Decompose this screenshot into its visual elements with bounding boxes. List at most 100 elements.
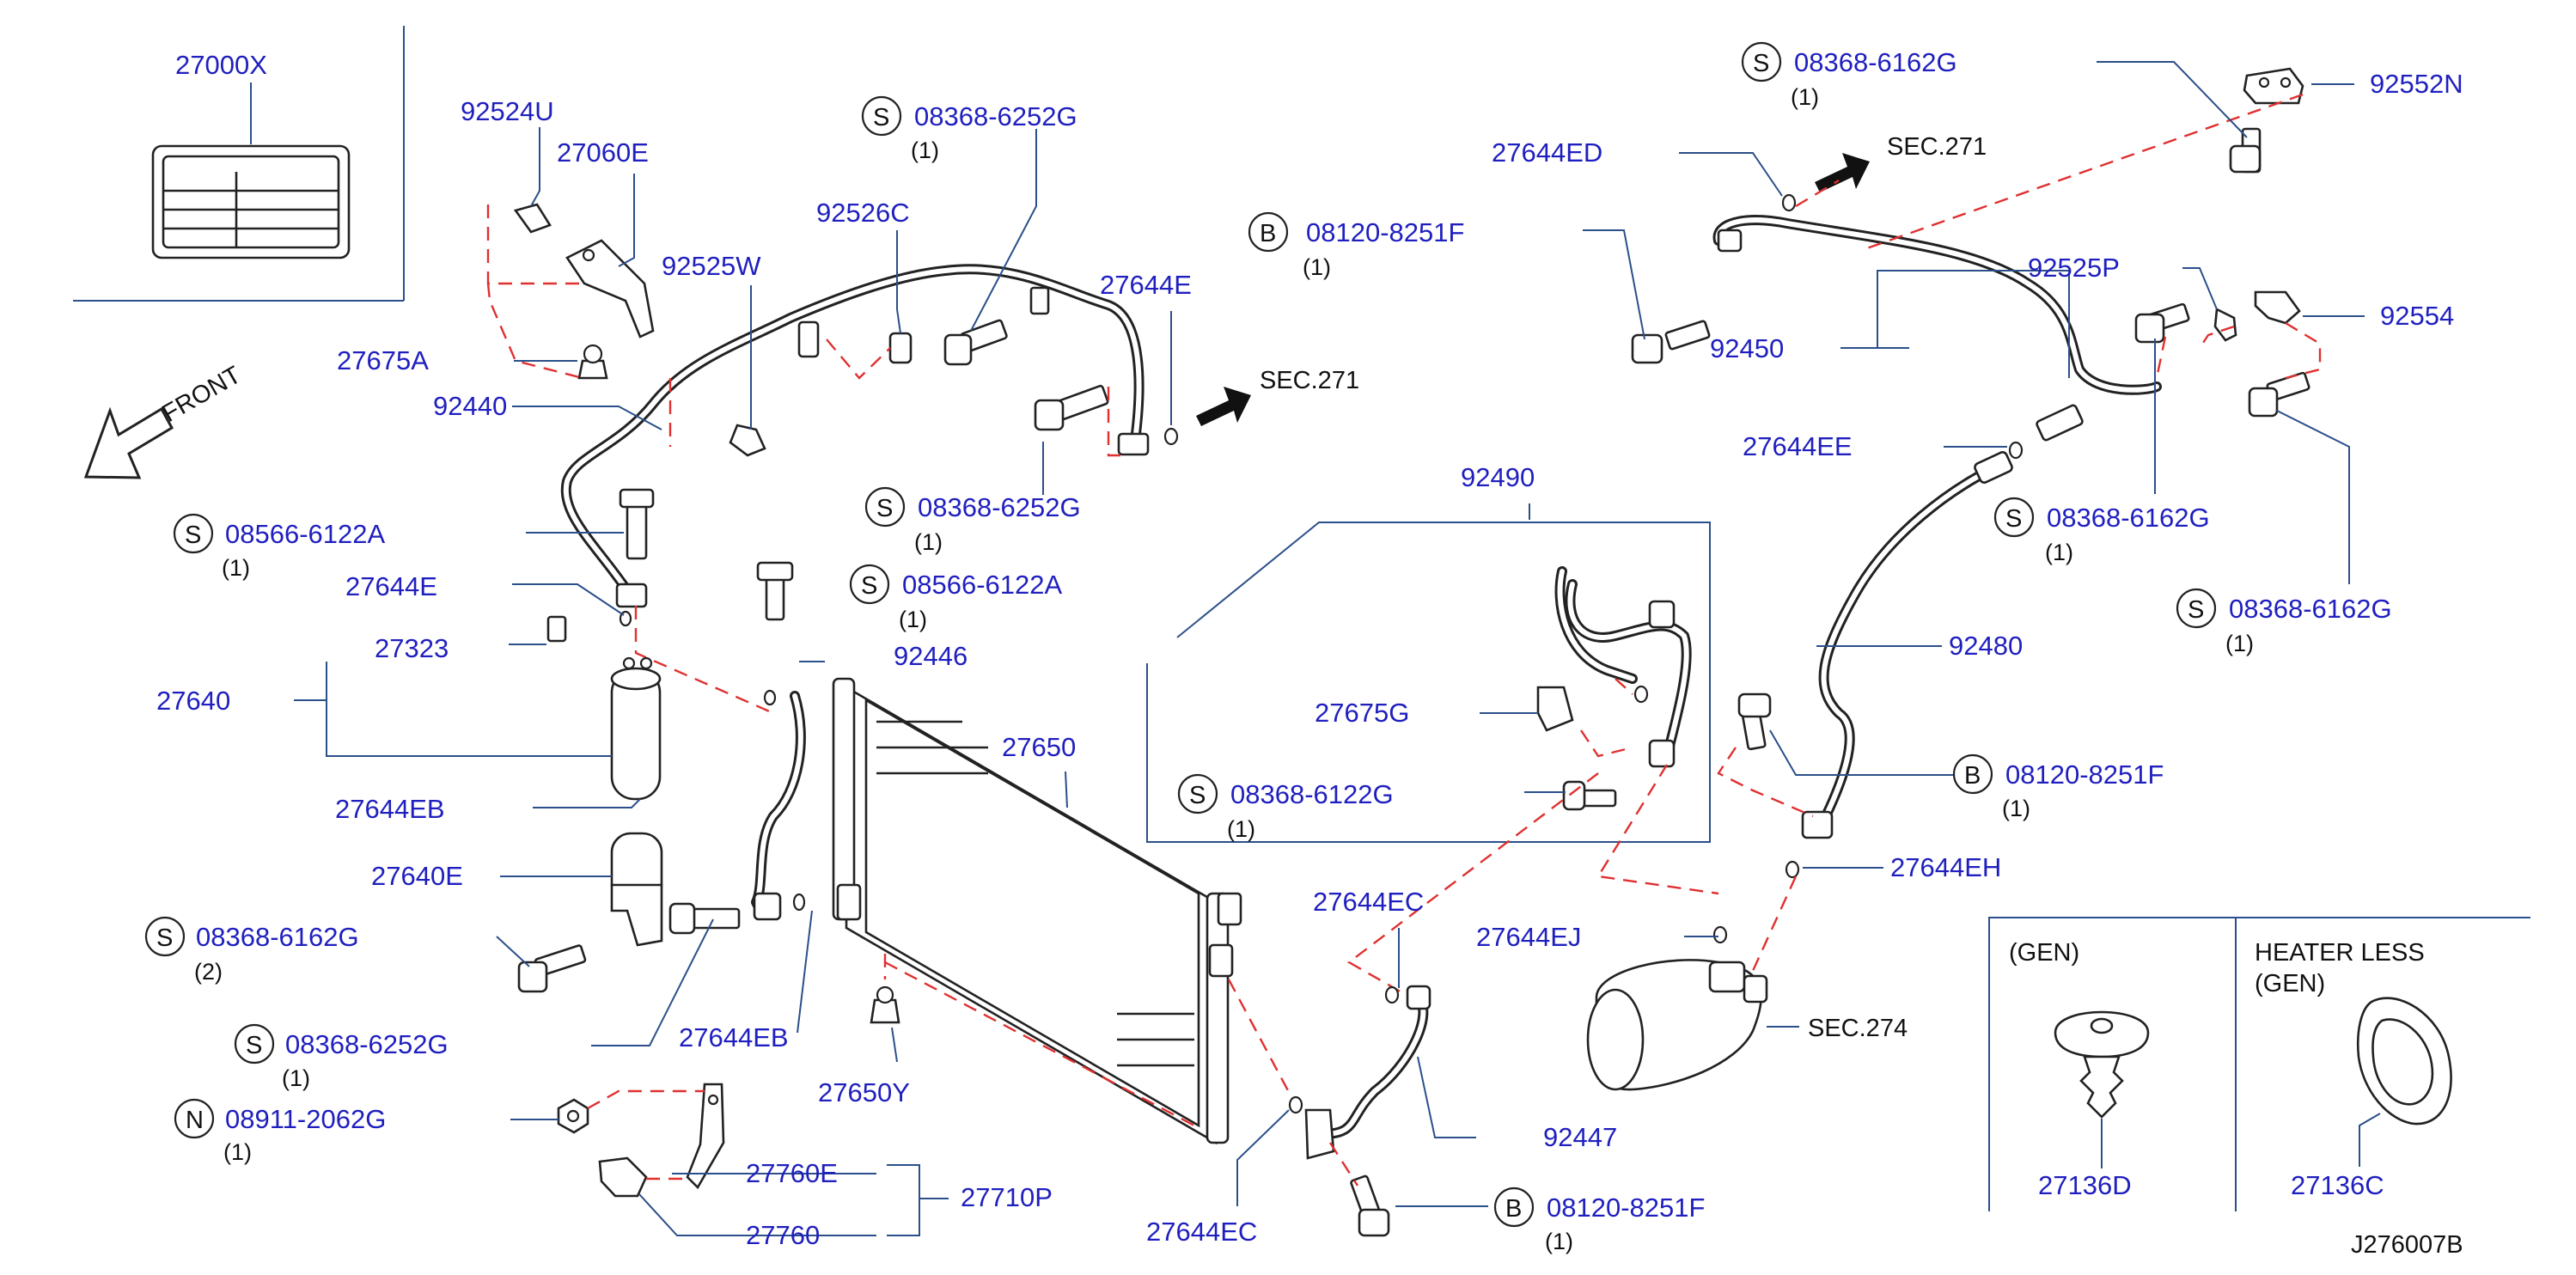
connector-bracket bbox=[587, 1089, 705, 1180]
part-label-27644ee: 27644EE bbox=[1743, 431, 1853, 461]
part-label-92446: 92446 bbox=[894, 641, 968, 671]
bolt-08368-6252g-mid bbox=[1034, 384, 1109, 431]
part-label-27644eb-left: 27644EB bbox=[335, 794, 445, 824]
part-label-27323: 27323 bbox=[375, 633, 449, 663]
part-label-27760e: 27760E bbox=[746, 1158, 838, 1188]
qty-08911-2062g: (1) bbox=[223, 1139, 252, 1165]
part-label-27644ec-mid: 27644EC bbox=[1313, 887, 1424, 917]
oring-27644ed bbox=[1781, 193, 1797, 212]
ref-sec274: SEC.274 bbox=[1808, 1015, 1908, 1042]
part-label-92450: 92450 bbox=[1710, 333, 1784, 363]
part-label-27644ed: 27644ED bbox=[1492, 137, 1602, 168]
sec271-arrow-right-icon bbox=[1815, 153, 1870, 192]
bracket-27760e bbox=[686, 1083, 725, 1190]
svg-text:B: B bbox=[1505, 1195, 1522, 1223]
part-label-08368-6252g-top: 08368-6252G bbox=[914, 101, 1077, 131]
symbol-s-08368-6162g-left: S bbox=[144, 916, 186, 957]
bolt-08368-6252g-top bbox=[943, 319, 1008, 366]
symbol-s-08368-6162g-r2: S bbox=[2176, 588, 2217, 629]
bolt-08368-6162g-top-right bbox=[2229, 127, 2262, 174]
oring-27644eh bbox=[1785, 860, 1800, 879]
part-label-27644ec-bottom: 27644EC bbox=[1146, 1217, 1257, 1247]
symbol-s-08368-6252g-left: S bbox=[234, 1023, 275, 1065]
symbol-b-08120-top: B bbox=[1248, 211, 1289, 253]
bolt-08368-6162g-r1 bbox=[2134, 302, 2190, 344]
part-label-92525w: 92525W bbox=[662, 251, 761, 281]
oring-27644ec-mid bbox=[1384, 985, 1400, 1004]
part-label-27650y: 27650Y bbox=[818, 1077, 910, 1107]
svg-text:S: S bbox=[246, 1032, 262, 1059]
bracket-92552n bbox=[2243, 67, 2304, 105]
oring-27644e-right bbox=[1163, 427, 1179, 446]
bracket-92554 bbox=[2254, 290, 2301, 325]
svg-text:S: S bbox=[156, 924, 173, 952]
part-label-08120-8251f-top: 08120-8251F bbox=[1306, 217, 1464, 247]
svg-text:S: S bbox=[876, 495, 893, 522]
part-label-92480: 92480 bbox=[1949, 631, 2023, 661]
svg-text:N: N bbox=[186, 1107, 204, 1134]
bolt-08368-6162g-r2 bbox=[2248, 371, 2310, 418]
qty-08566-6122a-left: (1) bbox=[222, 555, 250, 581]
qty-08368-6122g: (1) bbox=[1227, 816, 1255, 842]
symbol-s-08368-6252g-top: S bbox=[861, 95, 902, 137]
part-label-27650: 27650 bbox=[1002, 732, 1076, 762]
connector-upper-left bbox=[486, 204, 1121, 715]
svg-text:S: S bbox=[185, 522, 201, 549]
symbol-n-08911: N bbox=[174, 1098, 215, 1139]
svg-text:S: S bbox=[2188, 596, 2204, 624]
bolt-08120-8251f-top bbox=[1631, 320, 1711, 364]
part-label-92440: 92440 bbox=[433, 391, 507, 421]
symbol-b-08120-right: B bbox=[1952, 753, 1993, 795]
bumper-27650y bbox=[870, 985, 900, 1024]
clip-92525w bbox=[729, 424, 766, 457]
part-label-08368-6252g-mid: 08368-6252G bbox=[918, 492, 1081, 522]
front-direction-label: FRONT bbox=[158, 361, 247, 428]
condenser-27650 bbox=[832, 677, 1242, 1145]
qty-08368-6252g-left: (1) bbox=[282, 1065, 310, 1091]
hose-assembly-box-92490 bbox=[1146, 522, 1711, 843]
part-label-27640e: 27640E bbox=[371, 861, 463, 891]
part-label-08566-6122a-mid: 08566-6122A bbox=[902, 570, 1062, 600]
svg-text:S: S bbox=[873, 104, 889, 131]
pipe-92440 bbox=[560, 264, 1150, 608]
part-label-08368-6162g-top-right: 08368-6162G bbox=[1794, 47, 1957, 77]
svg-text:S: S bbox=[861, 572, 877, 600]
part-label-27675g: 27675G bbox=[1315, 698, 1409, 728]
oring-27644ej bbox=[1712, 925, 1728, 944]
qty-08368-6162g-top-right: (1) bbox=[1791, 84, 1819, 110]
nut-08911-2062g bbox=[557, 1098, 589, 1134]
symbol-s-08368-6252g-mid: S bbox=[864, 486, 906, 528]
part-label-27136d: 27136D bbox=[2038, 1170, 2132, 1200]
receiver-drier-27640 bbox=[546, 615, 662, 801]
part-label-27760: 27760 bbox=[746, 1220, 820, 1250]
svg-text:B: B bbox=[1260, 220, 1276, 247]
inset-heater-less-gen-label: (GEN) bbox=[2255, 970, 2325, 997]
connector-center bbox=[1346, 678, 1719, 998]
oring-27644ee bbox=[2008, 441, 2024, 460]
qty-08368-6162g-r1: (1) bbox=[2045, 540, 2073, 565]
bracket-92524u bbox=[513, 203, 655, 339]
part-label-27675a: 27675A bbox=[337, 345, 429, 375]
part-label-27710p: 27710P bbox=[961, 1182, 1053, 1212]
bolt-08368-6162g-left bbox=[517, 944, 587, 993]
symbol-s-08566-left: S bbox=[173, 513, 214, 554]
part-label-27644e-right: 27644E bbox=[1100, 270, 1192, 300]
pipe-92446 bbox=[751, 691, 806, 921]
part-label-92525p: 92525P bbox=[2028, 253, 2120, 283]
symbol-s-08368-6122g: S bbox=[1177, 773, 1218, 814]
symbol-s-08566-mid: S bbox=[849, 564, 890, 605]
part-label-27640: 27640 bbox=[156, 686, 230, 716]
part-label-08368-6122g: 08368-6122G bbox=[1230, 779, 1394, 809]
grommet-27136c bbox=[2357, 997, 2452, 1126]
part-label-27644eh: 27644EH bbox=[1890, 852, 2001, 882]
clip-92525p bbox=[2213, 307, 2237, 342]
part-label-08368-6162g-left: 08368-6162G bbox=[196, 922, 359, 952]
oring-27644eb-left bbox=[763, 689, 777, 706]
qty-08566-6122a-mid: (1) bbox=[899, 607, 927, 632]
inset-heater-less-label: HEATER LESS bbox=[2255, 939, 2425, 967]
connector-right-mid bbox=[2155, 321, 2322, 380]
qty-08120-8251f-bottom: (1) bbox=[1545, 1229, 1573, 1254]
qty-08120-8251f-top: (1) bbox=[1303, 254, 1331, 280]
svg-text:S: S bbox=[1189, 782, 1206, 809]
